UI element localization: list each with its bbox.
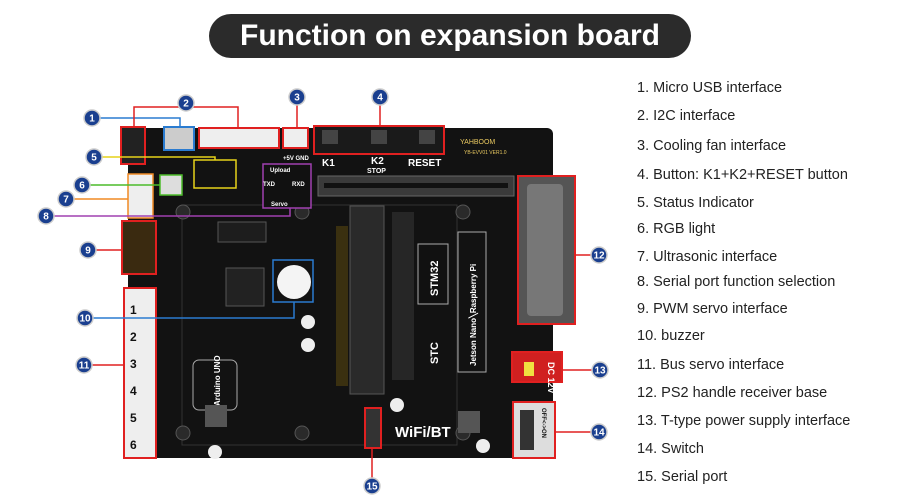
callout-circle (177, 94, 195, 112)
callout-number: 15 (366, 482, 378, 493)
servo-port-number: 2 (130, 330, 137, 344)
callout-number: 10 (79, 314, 91, 325)
callout-circle (75, 356, 93, 374)
legend-item: 12. PS2 handle receiver base (637, 385, 828, 401)
dc-label: DC 12V (546, 362, 556, 394)
stm32-label: STM32 (429, 261, 441, 296)
uno-label: Arduino UNO (213, 355, 222, 406)
legend-item: 9. PWM servo interface (637, 301, 788, 317)
callout-number: 5 (91, 153, 97, 164)
i2c-ports (198, 127, 280, 149)
callout-circle (85, 148, 103, 166)
legend-item: 5. Status Indicator (637, 195, 754, 211)
callout-number: 8 (43, 212, 49, 223)
servo-port-number: 5 (130, 411, 137, 425)
legend-item: 2. I2C interface (637, 108, 736, 124)
callout-circle (591, 361, 609, 379)
leader-lines (54, 105, 592, 478)
stc-label: STC (429, 342, 441, 364)
upload-label: Upload (270, 168, 291, 174)
legend-item: 6. RGB light (637, 221, 716, 237)
servo-port-number: 1 (130, 303, 137, 317)
stop-label: STOP (367, 168, 386, 175)
serial-port-header (364, 407, 382, 449)
legend-item: 8. Serial port function selection (637, 274, 836, 290)
callout-number: 9 (85, 246, 91, 257)
legend-item: 10. buzzer (637, 328, 705, 344)
legend-item: 4. Button: K1+K2+RESET button (637, 167, 848, 183)
buzzer (277, 265, 311, 299)
dc-jack (511, 351, 563, 383)
callout-circle (37, 207, 55, 225)
brand-label: YAHBOOM (460, 139, 495, 146)
callout-circle (76, 309, 94, 327)
callout-number: 11 (79, 361, 90, 372)
buzzer-box (272, 259, 314, 303)
callout-number: 3 (294, 93, 300, 104)
servo-label: Servo (271, 202, 288, 208)
callout-circle (73, 176, 91, 194)
callout-number: 14 (593, 428, 605, 439)
legend-item: 14. Switch (637, 441, 704, 457)
reset-label: RESET (408, 158, 441, 169)
model-label: YB-EVV01 VER1.0 (464, 150, 507, 156)
bus-servo-ports (123, 287, 157, 459)
legend-item: 1. Micro USB interface (637, 80, 783, 96)
txd-label: TXD (263, 182, 276, 188)
servo-port-number: 4 (130, 384, 137, 398)
micro-usb (163, 126, 195, 151)
pi-label: Jetson Nano╲Raspberry Pi (468, 264, 479, 366)
callout-number: 2 (183, 99, 189, 110)
legend-item: 15. Serial port (637, 469, 728, 485)
legend-item: 13. T-type power supply interface (637, 413, 851, 429)
callout-circle (590, 246, 608, 264)
rgb-light (159, 174, 183, 196)
callout-circle (79, 241, 97, 259)
callout-number: 13 (594, 366, 606, 377)
rxd-label: RXD (292, 182, 305, 188)
fan-label: +5V GND (283, 156, 310, 162)
legend-item: 7. Ultrasonic interface (637, 249, 778, 265)
servo-port-number: 6 (130, 438, 137, 452)
page-title: Function on expansion board (209, 14, 691, 58)
callout-number: 1 (89, 114, 95, 125)
callout-number: 4 (377, 93, 383, 104)
gpio-header (349, 205, 385, 395)
legend-item: 11. Bus servo interface (637, 357, 785, 373)
pwm-servo-header (121, 220, 157, 275)
callout-circle (57, 190, 75, 208)
ultrasonic-port (127, 173, 154, 219)
serial-selection (262, 163, 312, 209)
callout-circle (371, 88, 389, 106)
callout-circle (288, 88, 306, 106)
servo-port-number: 3 (130, 357, 137, 371)
callout-circle (363, 477, 381, 495)
wifi-label: WiFi/BT (395, 424, 451, 441)
callout-circle (590, 423, 608, 441)
callout-number: 6 (79, 181, 85, 192)
legend-item: 3. Cooling fan interface (637, 138, 787, 154)
switch-label: OFF<->ON (540, 408, 546, 438)
fan-port (282, 127, 309, 149)
callout-circle (83, 109, 101, 127)
k2-label: K2 (371, 156, 384, 167)
k1-label: K1 (322, 158, 335, 169)
i2c-header (120, 126, 146, 165)
callout-number: 12 (593, 251, 605, 262)
callout-number: 7 (63, 195, 69, 206)
